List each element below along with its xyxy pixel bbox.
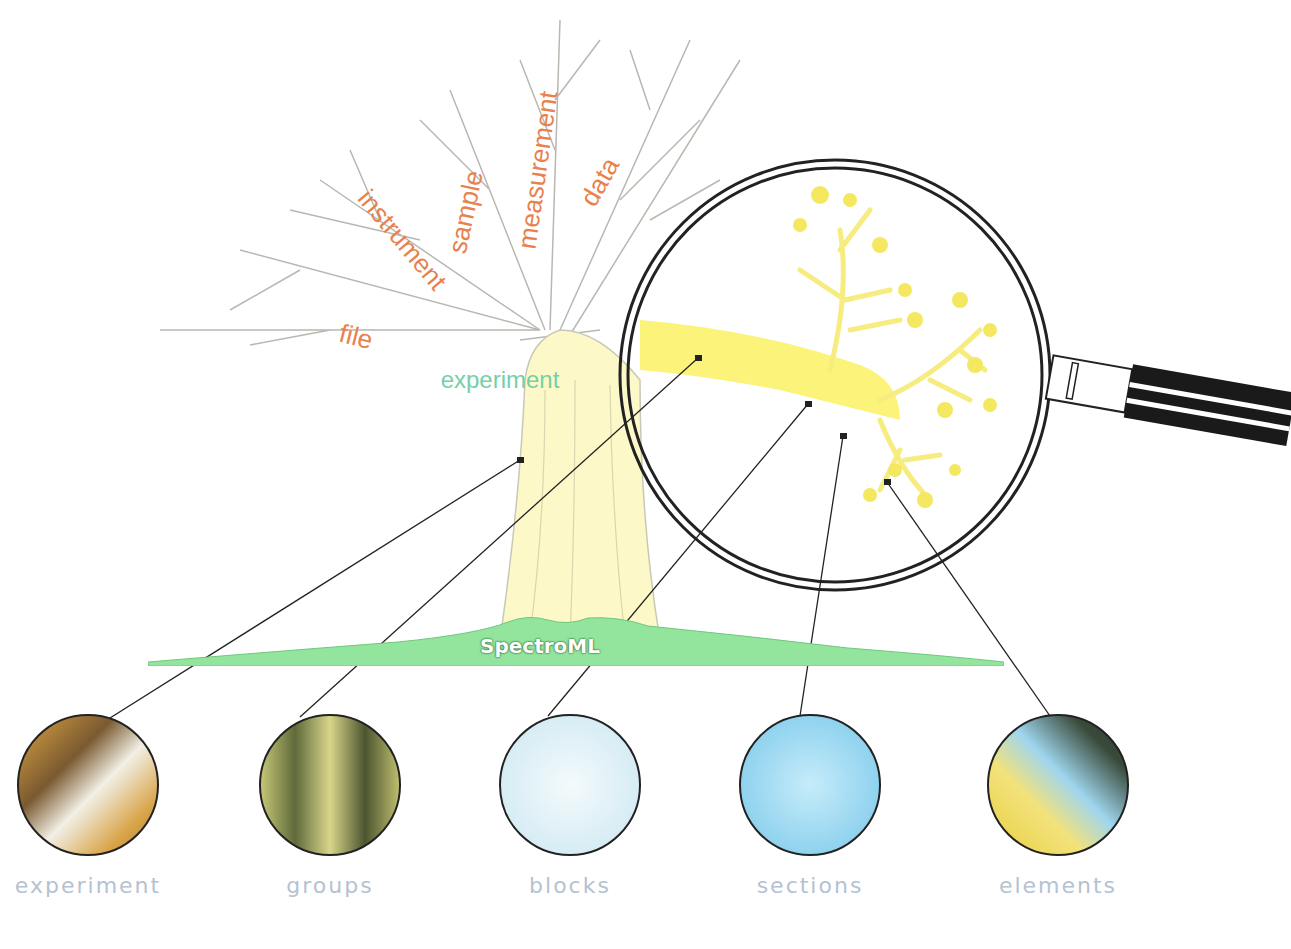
zoom-circle: elements (948, 711, 1168, 921)
photo-circle (460, 711, 680, 859)
circle-caption: sections (700, 873, 920, 898)
circle-caption: elements (948, 873, 1168, 898)
circle-caption: groups (220, 873, 440, 898)
photo-circle (700, 711, 920, 859)
branch-label: file (336, 318, 376, 356)
zoom-circle: sections (700, 711, 920, 921)
circle-caption: experiment (0, 873, 198, 898)
circle-caption: blocks (460, 873, 680, 898)
photo-circle (948, 711, 1168, 859)
photo-circle (0, 711, 198, 859)
zoom-circle: groups (220, 711, 440, 921)
ground-band: SpectroML (148, 612, 1004, 666)
trunk-label: experiment (441, 366, 560, 394)
branch-label: sample (442, 168, 490, 256)
branch-label: data (574, 152, 626, 211)
photo-circle (220, 711, 440, 859)
branch-label: instrument (351, 184, 453, 297)
zoom-circle: experiment (0, 711, 198, 921)
branch-label: measurement (512, 89, 565, 251)
zoom-circle: blocks (460, 711, 680, 921)
band-label: SpectroML (480, 634, 600, 658)
